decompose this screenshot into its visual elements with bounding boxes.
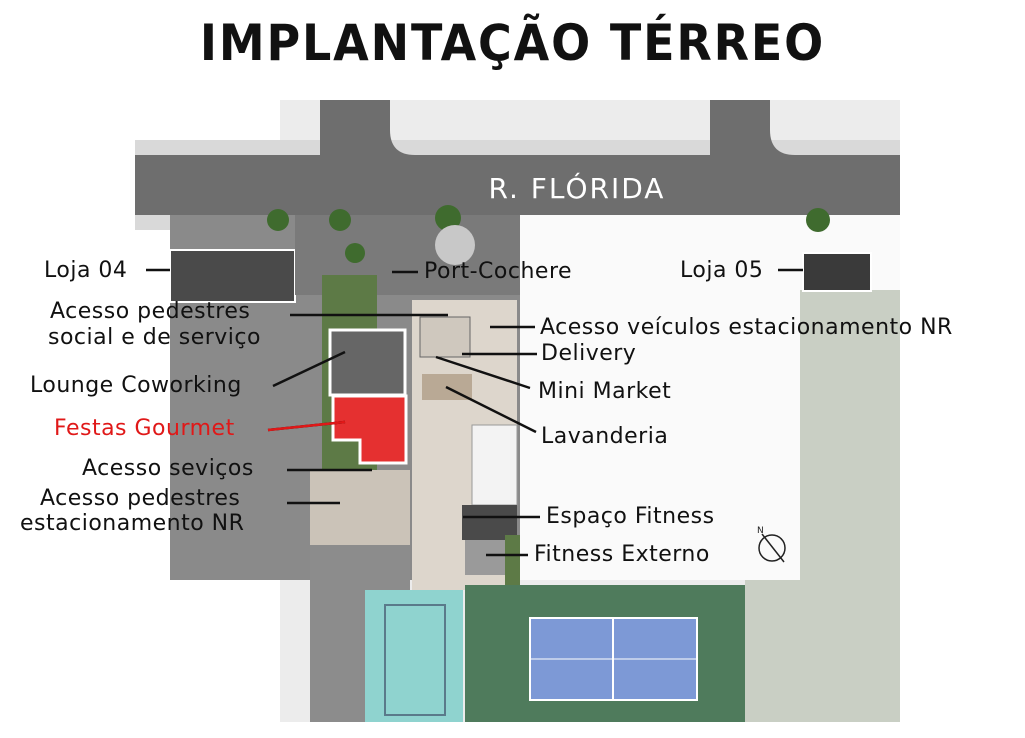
street-name: R. FLÓRIDA: [489, 171, 666, 205]
fitness-room: [462, 505, 517, 540]
label-acesso-veiculos: Acesso veículos estacionamento NR: [540, 315, 953, 340]
label-espaco-fitness: Espaço Fitness: [546, 504, 715, 529]
label-lounge-coworking: Lounge Coworking: [30, 373, 242, 398]
green-area: [745, 580, 900, 722]
festas-gourmet-area: [331, 394, 408, 465]
fitness-externo-area: [465, 540, 505, 575]
svg-text:N: N: [757, 526, 764, 536]
sport-court-lines: [384, 604, 446, 716]
lounge-coworking-area: [328, 328, 407, 397]
page-title: IMPLANTAÇÃO TÉRREO: [199, 14, 826, 72]
label-fitness-externo: Fitness Externo: [534, 542, 710, 567]
label-acesso-pedestres-social-1: Acesso pedestres: [50, 299, 251, 324]
trees: [267, 205, 830, 263]
label-acesso-pedestres-social-2: social e de serviço: [48, 325, 261, 350]
label-loja-05: Loja 05: [680, 258, 764, 283]
label-mini-market: Mini Market: [538, 379, 672, 404]
label-port-cochere: Port-Cochere: [424, 259, 573, 284]
festas-leader-line: [267, 420, 346, 432]
sport-court: [365, 590, 463, 722]
loja-05: [802, 252, 872, 292]
label-acesso-pedestres-est-1: Acesso pedestres: [40, 486, 241, 511]
label-acesso-pedestres-est-2: estacionamento NR: [20, 511, 245, 536]
service-block: [471, 424, 518, 506]
loja-04: [169, 249, 296, 303]
label-festas-gourmet: Festas Gourmet: [54, 416, 235, 441]
label-delivery: Delivery: [541, 341, 637, 366]
hedge: [505, 535, 520, 585]
label-acesso-servicos: Acesso seviços: [82, 456, 254, 481]
label-loja-04: Loja 04: [44, 258, 128, 283]
north-arrow-icon: N: [757, 526, 786, 563]
label-lavanderia: Lavanderia: [541, 424, 669, 449]
road: [135, 100, 900, 215]
tree: [435, 225, 475, 265]
delivery-room: [419, 316, 471, 358]
